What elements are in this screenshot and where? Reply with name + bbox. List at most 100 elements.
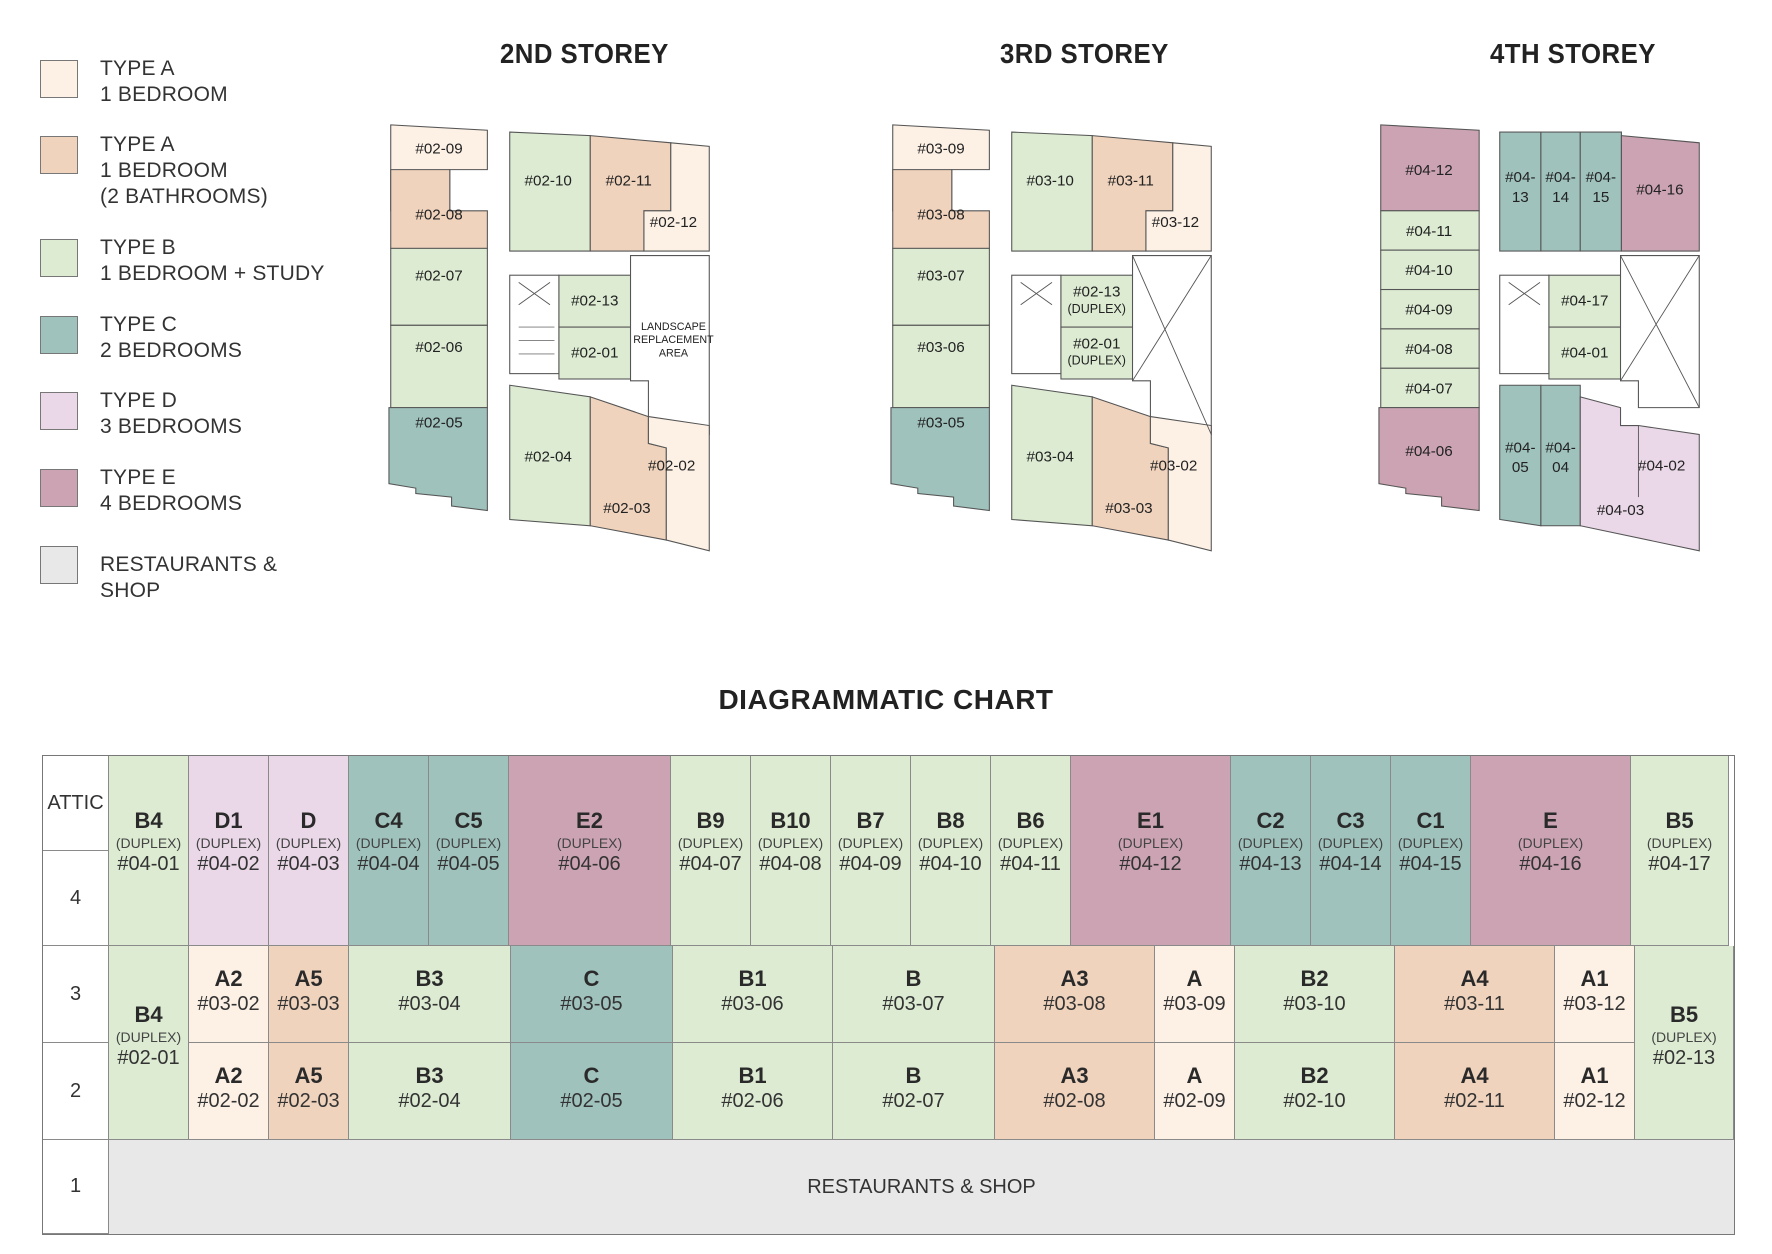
unit-label: #04- [1586,169,1616,186]
unit-cell-content: B10(DUPLEX)#04-08 [751,808,830,876]
unit-cell: A4#03-11 [1395,946,1555,1043]
unit-number: #04-01 [117,853,180,875]
unit-type: B9 [696,808,725,833]
duplex-label: (DUPLEX) [1317,835,1384,851]
unit-number: #02-03 [277,1090,340,1112]
unit-label: #04-10 [1405,262,1452,279]
unit-cell: A3#02-08 [995,1043,1155,1140]
unit-03-02 [1149,415,1212,552]
unit-label: #04-02 [1638,457,1685,474]
unit-cell-content: C#03-05 [511,966,672,1016]
unit-03-07 [892,247,990,326]
unit-cell-content: A3#02-08 [995,1063,1154,1113]
unit-cell: C5(DUPLEX)#04-05 [429,756,509,946]
unit-type: A5 [294,1063,323,1088]
unit-cell-content: B5(DUPLEX)#04-17 [1631,808,1728,876]
unit-cell-content: C1(DUPLEX)#04-15 [1391,808,1470,876]
unit-02-01 [558,326,632,380]
floorplan-2nd-storey: #02-09 #02-08 #02-07 #02-06 #02-05 #02-1… [388,124,714,552]
unit-cell: B8(DUPLEX)#04-10 [911,756,991,946]
legend-desc: 3 BEDROOMS [100,415,243,438]
unit-label: #04-01 [1561,345,1608,362]
floor-label: 3 [43,946,109,1043]
duplex-label: (DUPLEX) [1237,835,1304,851]
unit-type: B2 [1300,966,1329,991]
unit-cell-content: B2#02-10 [1235,1063,1394,1113]
unit-type: A1 [1580,1063,1609,1088]
unit-number: #04-14 [1319,853,1382,875]
unit-type: C2 [1256,808,1285,833]
unit-type: A5 [294,966,323,991]
unit-cell: A1#03-12 [1555,946,1635,1043]
unit-label: #03-08 [917,207,964,224]
legend-desc: 2 BEDROOMS [100,339,243,362]
unit-number: #03-02 [197,993,260,1015]
unit-cell: A2#03-02 [189,946,269,1043]
unit-type: A3 [1060,1063,1089,1088]
unit-02-07 [390,247,488,326]
unit-number: #02-13 [1652,1047,1716,1069]
unit-02-10 [509,131,591,252]
unit-cell-content: A#02-09 [1155,1063,1234,1113]
unit-label: #02-13 [571,293,618,310]
unit-02-06 [390,324,488,409]
unit-cell: C#02-05 [511,1043,673,1140]
unit-label: 13 [1512,189,1529,206]
unit-cell: B1#02-06 [673,1043,833,1140]
unit-label: #04-06 [1405,443,1452,460]
unit-cell-content: C5(DUPLEX)#04-05 [429,808,508,876]
unit-number: #04-10 [919,853,982,875]
legend-swatch [40,239,78,277]
unit-label: #02-06 [415,339,462,356]
unit-type: B1 [738,966,767,991]
unit-cell-content: B5(DUPLEX)#02-13 [1635,1002,1733,1070]
unit-cell-content: B4(DUPLEX)#04-01 [109,808,188,876]
unit-number: #03-04 [398,993,461,1015]
unit-cell-content: C3(DUPLEX)#04-14 [1311,808,1390,876]
legend-type: TYPE D [100,389,178,412]
unit-02-02 [647,415,710,552]
unit-cell: A1#02-12 [1555,1043,1635,1140]
duplex-label: (DUPLEX) [556,835,623,851]
unit-number: #04-15 [1399,853,1462,875]
unit-type: D1 [214,808,243,833]
unit-cell: B1#03-06 [673,946,833,1043]
unit-04-07 [1380,367,1480,409]
floor-label: ATTIC [43,756,109,851]
legend-desc: 1 BEDROOM [100,83,228,106]
unit-number: #03-06 [721,993,784,1015]
unit-cell-content: B7(DUPLEX)#04-09 [831,808,910,876]
legend-swatch [40,316,78,354]
unit-cell: A5#02-03 [269,1043,349,1140]
unit-04-13 [1499,131,1542,252]
unit-label: 04 [1552,459,1569,476]
unit-type: B4 [134,808,163,833]
unit-number: #04-16 [1519,853,1582,875]
unit-type: B3 [415,1063,444,1088]
unit-label: 15 [1592,189,1609,206]
unit-number: #04-02 [197,853,260,875]
unit-number: #02-05 [560,1090,623,1112]
unit-04-09 [1380,288,1480,330]
unit-04-03 [1579,396,1700,552]
unit-type: A [1186,1063,1203,1088]
unit-number: #04-05 [437,853,500,875]
unit-cell-content: A3#03-08 [995,966,1154,1016]
duplex-label: (DUPLEX) [997,835,1064,851]
legend-swatch [40,136,78,174]
unit-cell: B4(DUPLEX)#02-01 [109,946,189,1140]
unit-type: B [905,1063,922,1088]
ground-floor-retail: RESTAURANTS & SHOP [109,1140,1734,1234]
unit-cell: D1(DUPLEX)#04-02 [189,756,269,946]
unit-label: #02-03 [603,500,650,517]
duplex-label: (DUPLEX) [917,835,984,851]
unit-label: #02-04 [525,448,573,465]
unit-type: A3 [1060,966,1089,991]
unit-number: #04-12 [1119,853,1182,875]
unit-cell-content: E(DUPLEX)#04-16 [1471,808,1630,876]
unit-type: C [583,1063,600,1088]
stair-core [509,274,560,375]
unit-03-12 [1145,142,1212,252]
unit-label: #04- [1505,439,1535,456]
